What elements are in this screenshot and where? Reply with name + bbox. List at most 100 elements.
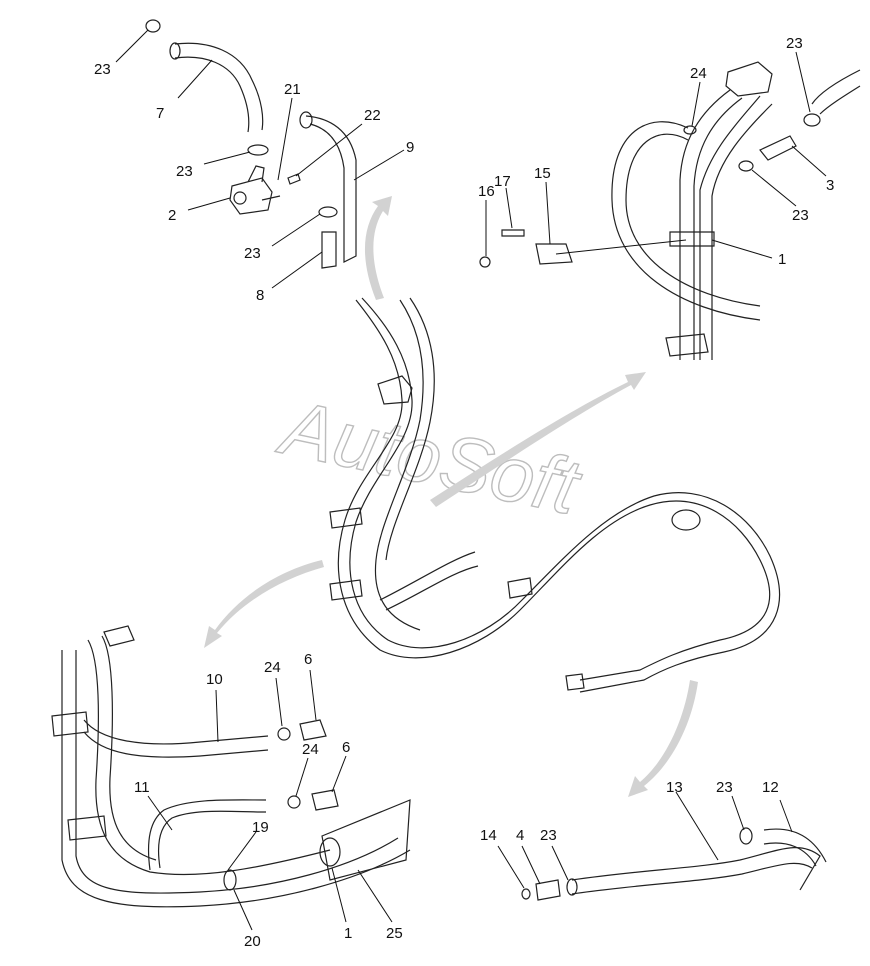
arrow-to-top-left-detail <box>364 196 392 300</box>
callout-label: 23 <box>176 163 193 180</box>
leader-15 <box>545 181 551 245</box>
fitting-6-b <box>311 789 339 811</box>
callout-label: 1 <box>344 925 352 942</box>
leader-9 <box>353 149 405 181</box>
center-bracket-c <box>507 577 533 599</box>
callout-label: 24 <box>690 65 707 82</box>
bl-bracket-b <box>67 815 107 841</box>
callout-label: 11 <box>134 779 150 796</box>
detail-bottom-left <box>51 625 411 908</box>
callout-labels: 23 7 21 22 9 23 2 23 8 24 23 16 17 15 3 … <box>94 35 834 950</box>
hose-right-tail <box>811 69 861 115</box>
leader-14 <box>497 845 525 889</box>
callout-label: 24 <box>302 741 319 758</box>
detail-top-left <box>145 19 357 269</box>
center-fitting-end <box>565 673 585 691</box>
leader-23b <box>203 151 251 165</box>
clamp-23-br <box>566 878 578 896</box>
callout-label: 19 <box>252 819 269 836</box>
clamp-24-a <box>277 727 291 741</box>
leader-11 <box>147 795 173 831</box>
tee-3 <box>759 135 797 161</box>
fitting-4 <box>535 879 561 901</box>
center-hose-a <box>337 299 771 681</box>
callout-label: 12 <box>762 779 779 796</box>
callout-label: 15 <box>534 165 551 182</box>
leader-23a <box>115 29 149 63</box>
leader-21 <box>277 97 293 181</box>
nut-16 <box>479 256 491 268</box>
center-hose-d <box>379 551 479 611</box>
leader-7 <box>177 59 213 99</box>
clamp-23-mid <box>738 160 754 172</box>
leader-20 <box>233 889 253 931</box>
leader-15-bracket <box>555 239 687 255</box>
bracket-lower <box>665 333 709 357</box>
bl-valve-top <box>103 625 135 647</box>
hose-7-end <box>169 42 181 60</box>
leader-1-tr <box>711 239 773 259</box>
valve-top-right <box>725 61 773 97</box>
hose-12 <box>763 828 827 867</box>
main-hose-bundle <box>679 89 773 360</box>
hose-loop <box>611 121 761 321</box>
leader-17 <box>505 187 513 229</box>
leader-6-b <box>331 755 347 793</box>
callout-label: 3 <box>826 177 834 194</box>
callout-label: 6 <box>304 651 312 668</box>
leader-23c <box>271 213 321 247</box>
bracket-15 <box>535 243 573 265</box>
hose-11 <box>147 799 267 871</box>
hose-10 <box>83 719 269 758</box>
callout-label: 8 <box>256 287 264 304</box>
callout-label: 21 <box>284 81 301 98</box>
leader-1-bl <box>331 867 347 923</box>
hose-8 <box>321 231 337 269</box>
leader-6-a <box>309 669 317 721</box>
leader-24-bl-b <box>295 757 309 797</box>
leader-25 <box>357 869 393 923</box>
leader-19 <box>227 831 257 871</box>
callout-label: 22 <box>364 107 381 124</box>
center-assembly <box>329 297 781 693</box>
bl-clamp-1 <box>319 837 341 867</box>
detail-bottom-right <box>521 827 827 901</box>
center-valve <box>377 375 413 405</box>
callout-label: 2 <box>168 207 176 224</box>
callout-label: 13 <box>666 779 683 796</box>
callout-label: 25 <box>386 925 403 942</box>
bracket-1 <box>669 231 715 247</box>
leader-23-tr-b <box>751 169 797 207</box>
callout-label: 23 <box>786 35 803 52</box>
bl-hose-outer <box>61 650 411 908</box>
clamp-23-right <box>803 113 821 127</box>
leader-13 <box>675 791 719 861</box>
hose-13 <box>571 847 821 895</box>
fitting-6-a <box>299 719 327 741</box>
clamp-24-top <box>683 125 697 135</box>
hose-9-end <box>299 111 313 129</box>
bl-bracket-a <box>51 711 89 737</box>
center-bracket-b <box>329 579 363 601</box>
callout-label: 23 <box>94 61 111 78</box>
clamp-23-a <box>247 144 269 156</box>
hose-9 <box>305 115 357 263</box>
center-hose-c <box>374 297 435 631</box>
fitting-22 <box>287 173 301 185</box>
callout-label: 9 <box>406 139 414 156</box>
leader-24-bl-a <box>275 677 283 727</box>
callout-label: 4 <box>516 827 524 844</box>
arrow-to-top-right-detail <box>430 372 646 507</box>
callout-label: 10 <box>206 671 223 688</box>
valve-2 <box>229 165 281 215</box>
callout-label: 6 <box>342 739 350 756</box>
leader-lines <box>115 29 827 931</box>
callout-label: 17 <box>494 173 511 190</box>
leader-12 <box>779 799 793 833</box>
callout-label: 7 <box>156 105 164 122</box>
hose-7 <box>174 42 264 133</box>
leader-8 <box>271 251 323 289</box>
valve-2-port <box>233 191 247 205</box>
detail-top-right <box>479 61 861 360</box>
